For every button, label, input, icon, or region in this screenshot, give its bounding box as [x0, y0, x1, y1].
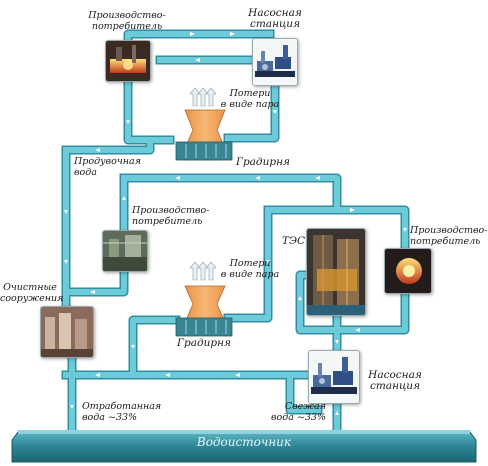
label-blowdown-water: Продувочная вода [74, 156, 141, 178]
flow-arrow [95, 148, 100, 152]
pump-station-top-image [252, 38, 298, 86]
flow-arrow [350, 208, 355, 212]
label-cooling-tower-top: Градирня [236, 156, 290, 168]
label-steam-loss-mid: Потери в виде пара [220, 258, 280, 280]
label-water-source: Водоисточник [196, 435, 292, 449]
flow-arrow [64, 260, 68, 264]
label-pump-top: Насосная станция [248, 7, 302, 30]
flow-arrow [195, 58, 200, 62]
flow-arrow [131, 345, 135, 349]
label-waste-water: Отработанная вода ~33% [82, 401, 162, 423]
flow-arrow [90, 290, 95, 294]
cooling-tower-mid [175, 261, 233, 337]
flow-arrow [230, 32, 235, 36]
pump-station-bottom-image [308, 350, 360, 404]
flow-arrow [335, 411, 339, 415]
flow-arrow [64, 210, 68, 214]
label-steam-loss-top: Потери в виде пара [220, 88, 280, 110]
label-fresh-water: Свежая вода ~33% [270, 401, 326, 423]
tpp-image [306, 228, 366, 316]
flow-arrow [335, 340, 339, 344]
flow-arrow [175, 176, 180, 180]
flow-arrow [190, 32, 195, 36]
flow-arrow [70, 405, 74, 409]
label-cooling-tower-mid: Градирня [177, 337, 231, 349]
flow-arrow [126, 120, 130, 124]
flow-arrow [255, 176, 260, 180]
label-tpp: ТЭС [282, 235, 306, 247]
flow-arrow [122, 196, 126, 200]
pipe-top-left-down [123, 95, 175, 145]
steam-arrows-top-icon [189, 87, 217, 107]
treatment-facilities-image [40, 306, 94, 358]
flow-arrow [165, 373, 170, 377]
flow-arrow [298, 296, 302, 300]
consumer-right-image [384, 248, 432, 294]
flow-arrow [315, 176, 320, 180]
flow-arrows [64, 32, 407, 415]
water-source [11, 430, 477, 463]
steam-arrows-mid-icon [189, 261, 217, 281]
consumer-mid-image [102, 230, 148, 272]
label-consumer-top: Производство- потребитель [88, 10, 166, 32]
label-pump-bottom: Насосная станция [368, 369, 422, 392]
label-consumer-mid: Производство- потребитель [132, 205, 210, 227]
flow-arrow [403, 228, 407, 232]
label-consumer-right: Производство- потребитель [410, 225, 488, 247]
flow-arrow [266, 260, 270, 264]
cooling-tower-top [175, 87, 233, 161]
flow-arrow [235, 373, 240, 377]
pipe-tower-mid-left [128, 315, 181, 377]
flow-arrow [355, 328, 360, 332]
label-treatment-facilities: Очистные сооружения [0, 282, 64, 304]
flow-arrow [95, 373, 100, 377]
consumer-top-image [105, 40, 151, 82]
flow-arrow [273, 110, 277, 114]
